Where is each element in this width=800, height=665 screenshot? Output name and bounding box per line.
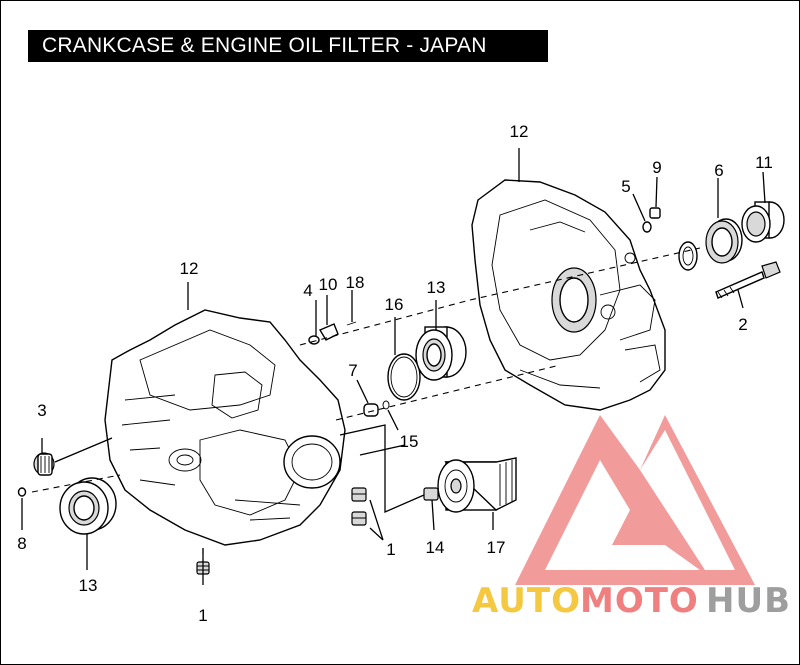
part-15-oring: [382, 400, 390, 410]
callout-13-left: 13: [79, 576, 98, 595]
part-1-plugs-right: [351, 487, 367, 526]
callout-10: 10: [319, 275, 338, 294]
callout-5: 5: [621, 177, 630, 196]
watermark-logo: [515, 415, 755, 585]
callout-labels: 1 1 2 3 4 5 6 7 8 9 10 11 12 12 13 13 14…: [17, 122, 773, 625]
callout-13-middle: 13: [427, 278, 446, 297]
part-17-oil-filter: [437, 457, 517, 513]
part-8-dowel: [17, 487, 27, 497]
part-2-bolt: [715, 261, 781, 299]
page-title: CRANKCASE & ENGINE OIL FILTER - JAPAN: [28, 30, 548, 62]
part-10-plate: [318, 323, 339, 341]
callout-12-left: 12: [180, 259, 199, 278]
leader-lines: [21, 148, 766, 585]
part-4-dowel: [308, 335, 320, 345]
part-16-retaining-ring: [387, 353, 421, 401]
part-9-plug: [649, 207, 661, 219]
right-crankcase-half: [471, 179, 666, 411]
callout-12-right: 12: [510, 122, 529, 141]
watermark-auto: AUTO: [472, 581, 581, 621]
callout-18: 18: [346, 273, 365, 292]
callout-16: 16: [385, 295, 404, 314]
callout-14: 14: [426, 538, 445, 557]
part-11-bearing-race: [741, 201, 785, 243]
part-13-middle-bearing: [415, 326, 467, 381]
part-6-bearing: [678, 218, 743, 271]
callout-17: 17: [487, 538, 506, 557]
callout-8: 8: [17, 534, 26, 553]
callout-3: 3: [37, 401, 46, 420]
part-18-screw: [346, 321, 357, 326]
callout-1-right: 1: [386, 540, 395, 559]
part-3-needle-bearing: [33, 452, 55, 476]
watermark-moto: MOTO: [580, 581, 699, 621]
left-crankcase-half: [104, 309, 346, 546]
callout-9: 9: [652, 158, 661, 177]
callout-1-bottom: 1: [198, 606, 207, 625]
callout-6: 6: [714, 161, 723, 180]
callout-7: 7: [348, 361, 357, 380]
part-5-seal: [642, 221, 652, 233]
callout-2: 2: [738, 315, 747, 334]
part-7-dowel: [363, 403, 379, 417]
callout-15: 15: [400, 432, 419, 451]
callout-4: 4: [303, 281, 312, 300]
part-14-nipple: [423, 487, 439, 501]
assembly-axis-lines: [31, 247, 701, 513]
callout-11: 11: [755, 153, 773, 172]
watermark-text: AUTO MOTO HUB: [472, 581, 791, 621]
watermark-hub: HUB: [706, 581, 791, 621]
part-13-left-bearing: [59, 477, 117, 535]
